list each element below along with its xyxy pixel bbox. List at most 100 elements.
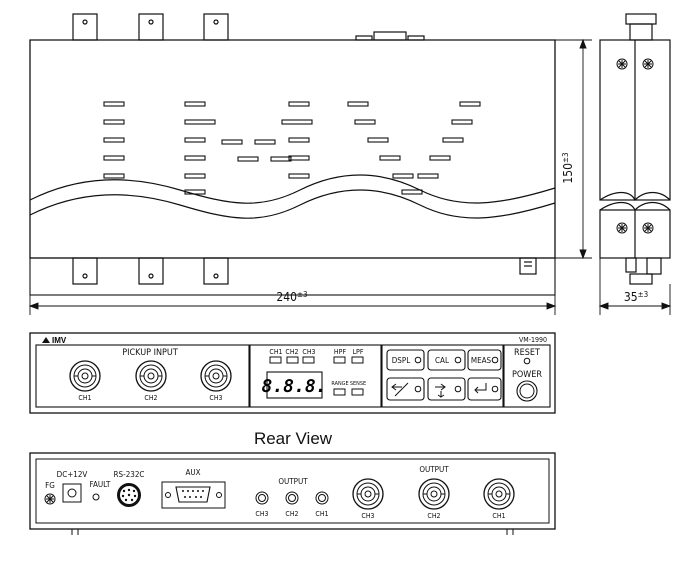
output-large-label: OUTPUT: [419, 465, 449, 474]
pickup-ch3-connector: [200, 360, 232, 392]
brand-label: IMV: [52, 336, 67, 345]
svg-text:240±3: 240±3: [276, 290, 307, 304]
dc-label: DC+12V: [57, 470, 88, 479]
led-ch1-label: CH1: [269, 348, 282, 356]
led-ch2-label: CH2: [285, 348, 298, 356]
top-view: 150±3 240±3: [28, 13, 592, 315]
wave-line-lower: [29, 189, 556, 219]
height-tolerance: ±3: [561, 152, 570, 163]
front-panel: IMV VM-1990 PICKUP INPUT CH1 CH2 CH3 CH1…: [29, 332, 556, 414]
meas-led: [491, 356, 499, 364]
led-lpf: [351, 356, 364, 364]
rs232-connector: [117, 483, 141, 507]
height-value: 150: [561, 163, 575, 184]
fg-label: FG: [45, 481, 55, 490]
depth-value: 35: [624, 290, 638, 304]
output-large-ch1-label: CH1: [492, 512, 505, 520]
rs232-label: RS-232C: [114, 470, 145, 479]
side-screw-2: [642, 58, 654, 70]
led-hpf: [333, 356, 346, 364]
reset-button[interactable]: [523, 357, 531, 365]
rear-view-title: Rear View: [254, 429, 333, 448]
meas-button[interactable]: [467, 349, 502, 371]
width-value: 240: [276, 290, 297, 304]
pickup-input-label: PICKUP INPUT: [122, 348, 178, 358]
led-ch3-label: CH3: [302, 348, 315, 356]
side-screw-4: [642, 222, 654, 234]
depth-dimension: [598, 258, 672, 315]
vent-slots: [103, 101, 481, 195]
rear-panel-outline: [29, 452, 556, 530]
seven-segment-display: [266, 371, 323, 399]
pickup-ch1-label: CH1: [78, 394, 91, 402]
cal-button[interactable]: [427, 349, 466, 371]
right-arrow-icon: [435, 383, 446, 398]
cal-led: [454, 356, 462, 364]
height-dimension: [555, 38, 592, 260]
output-small-ch2-label: CH2: [285, 510, 298, 518]
output-small-ch1-jack: [315, 491, 329, 505]
svg-text:150±3: 150±3: [561, 152, 575, 183]
side-screw-1: [616, 58, 628, 70]
output-small-ch1-label: CH1: [315, 510, 328, 518]
right-arrow-button[interactable]: [427, 377, 466, 401]
output-small-ch2-jack: [285, 491, 299, 505]
led-ch3: [302, 356, 315, 364]
bottom-connectors: [72, 257, 537, 285]
top-connectors: [72, 13, 425, 41]
enter-button[interactable]: [467, 377, 502, 401]
led-sense: [351, 388, 364, 396]
width-dimension: [28, 295, 557, 315]
output-small-ch3-label: CH3: [255, 510, 268, 518]
led-ch1: [269, 356, 282, 364]
fg-terminal: [44, 493, 56, 505]
pickup-ch1-connector: [69, 360, 101, 392]
led-range: [333, 388, 346, 396]
cal-button-label: CAL: [435, 356, 449, 365]
output-large-ch1-connector: [483, 478, 515, 510]
reset-label: RESET: [514, 348, 540, 358]
svg-text:35±3: 35±3: [624, 290, 648, 304]
output-small-ch3-jack: [255, 491, 269, 505]
left-arrow-button[interactable]: [386, 377, 425, 401]
model-label: VM-1990: [519, 336, 547, 344]
side-screw-3: [616, 222, 628, 234]
power-button[interactable]: [516, 380, 538, 402]
depth-tolerance: ±3: [638, 290, 649, 299]
pickup-ch2-label: CH2: [144, 394, 157, 402]
led-range-label: RANGE: [331, 381, 348, 387]
led-sense-label: SENSE: [350, 381, 366, 387]
display-value: 8.8.8.: [261, 376, 326, 397]
output-large-ch2-connector: [418, 478, 450, 510]
output-large-ch3-label: CH3: [361, 512, 374, 520]
enter-icon: [474, 383, 487, 394]
dc-jack: [62, 483, 82, 503]
fault-label: FAULT: [90, 480, 112, 489]
dspl-button[interactable]: [386, 349, 425, 371]
width-tolerance: ±3: [297, 290, 308, 299]
left-arrow-icon: [391, 382, 409, 397]
led-lpf-label: LPF: [353, 348, 364, 356]
pickup-ch3-label: CH3: [209, 394, 222, 402]
aux-connector: [161, 481, 226, 509]
meas-button-label: MEAS: [471, 356, 492, 365]
led-hpf-label: HPF: [334, 348, 347, 356]
pickup-ch2-connector: [135, 360, 167, 392]
aux-label: AUX: [185, 468, 200, 477]
output-large-ch2-label: CH2: [427, 512, 440, 520]
fault-led: [92, 493, 100, 501]
wave-line-upper: [29, 174, 556, 204]
output-large-ch3-connector: [352, 478, 384, 510]
dspl-led: [414, 356, 422, 364]
top-body-outline: [29, 39, 556, 259]
dspl-button-label: DSPL: [392, 356, 410, 365]
led-ch2: [286, 356, 299, 364]
brand-logo-icon: [42, 337, 50, 343]
output-small-label: OUTPUT: [278, 477, 308, 486]
front-panel-outline: [29, 332, 556, 414]
rear-panel: FG DC+12V FAULT RS-232C AUX: [29, 452, 556, 535]
power-label: POWER: [512, 370, 542, 380]
top-base: [29, 257, 556, 296]
side-view: 35±3: [598, 13, 672, 315]
